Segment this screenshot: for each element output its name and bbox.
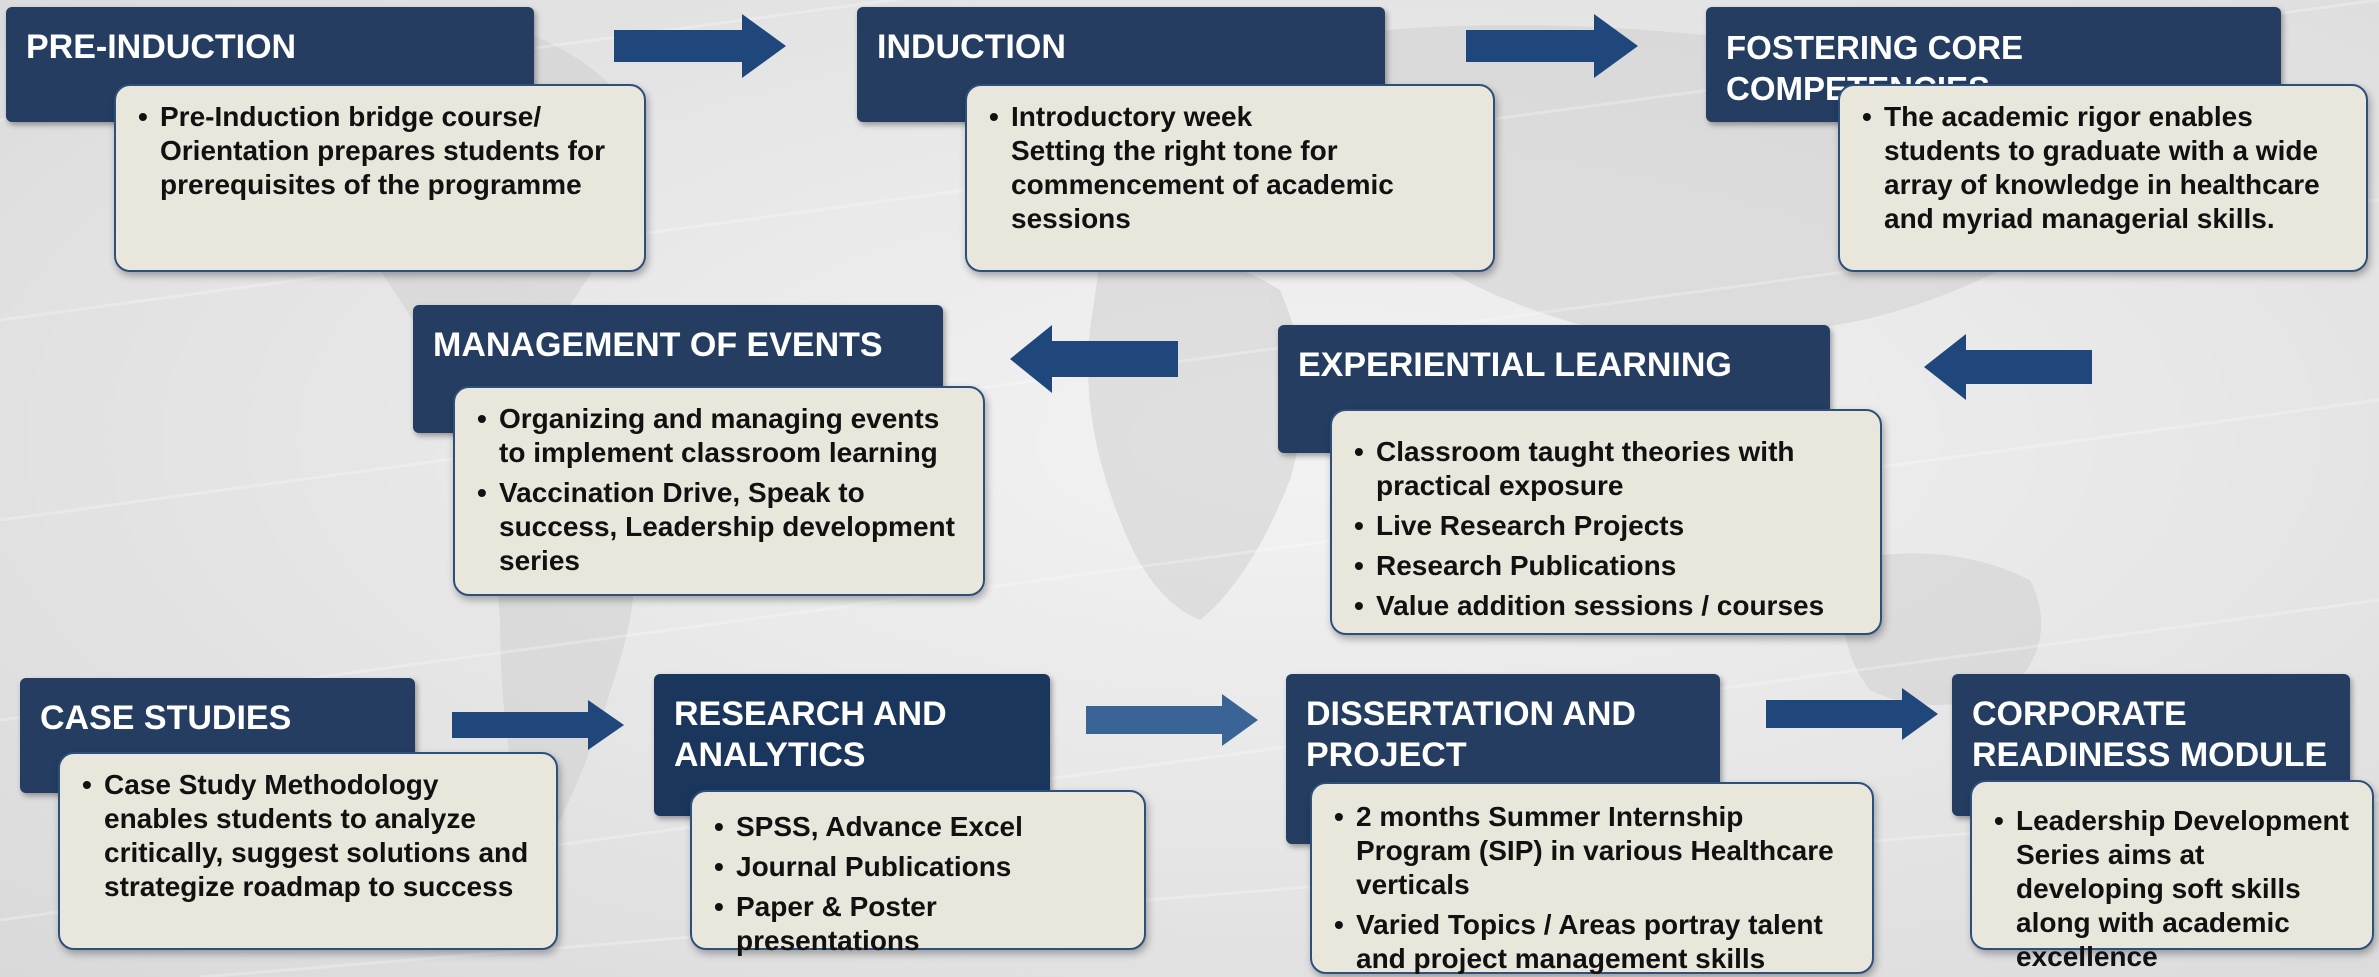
stage-description-induction: Introductory week Setting the right tone… [965,84,1495,272]
bullet-item: Vaccination Drive, Speak to success, Lea… [473,476,965,578]
stage-title: MANAGEMENT OF EVENTS [433,326,883,364]
arrow-right-icon [1766,688,1938,740]
bullet-item: SPSS, Advance Excel [710,810,1126,844]
stage-title: DISSERTATION AND PROJECT [1306,695,1636,774]
stage-description-experiential-learning: Classroom taught theories with practical… [1330,409,1882,635]
stage-description-core-competencies: The academic rigor enables students to g… [1838,84,2368,272]
bullet-item: Pre-Induction bridge course/ Orientation… [134,100,626,202]
stage-description-corporate-readiness: Leadership Development Series aims at de… [1970,780,2374,972]
stage-title: RESEARCH AND ANALYTICS [674,695,947,774]
bullet-item: Leadership Development Series aims at de… [1990,804,2354,974]
bullet-line: Introductory week [1011,101,1253,132]
bullet-item: Case Study Methodology enables students … [78,768,538,904]
arrow-left-icon [1924,334,2092,400]
stage-title: FOSTERING CORE COMPETENCIES [1726,29,2024,107]
bullet-item: Live Research Projects [1350,509,1862,543]
stage-description-research-analytics: SPSS, Advance Excel Journal Publications… [690,790,1146,956]
bullet-item: Varied Topics / Areas portray talent and… [1330,908,1854,976]
stage-description-pre-induction: Pre-Induction bridge course/ Orientation… [114,84,646,272]
stage-title: CASE STUDIES [40,699,292,737]
arrow-right-icon [1466,14,1638,78]
stage-title: INDUCTION [877,28,1066,66]
bullet-item: The academic rigor enables students to g… [1858,100,2348,236]
arrow-right-icon [1086,694,1258,746]
bullet-item: Paper & Poster presentations [710,890,1126,958]
bullet-line: Setting the right tone for commencement … [1011,135,1394,234]
stage-description-case-studies: Case Study Methodology enables students … [58,752,558,950]
stage-description-dissertation: 2 months Summer Internship Program (SIP)… [1310,782,1874,974]
bullet-item: Introductory week Setting the right tone… [985,100,1475,236]
bullet-item: Research Publications [1350,549,1862,583]
stage-title: PRE-INDUCTION [26,28,297,66]
stage-description-management-of-events: Organizing and managing events to implem… [453,386,985,596]
stage-title: CORPORATE READINESS MODULE [1972,695,2328,774]
bullet-item: Journal Publications [710,850,1126,884]
bullet-item: Value addition sessions / courses [1350,589,1862,623]
stage-title: EXPERIENTIAL LEARNING [1298,346,1732,384]
arrow-right-icon [452,700,624,750]
bullet-item: Classroom taught theories with practical… [1350,435,1862,503]
bullet-item: Organizing and managing events to implem… [473,402,965,470]
bullet-item: 2 months Summer Internship Program (SIP)… [1330,800,1854,902]
arrow-right-icon [614,14,786,78]
arrow-left-icon [1010,325,1178,393]
